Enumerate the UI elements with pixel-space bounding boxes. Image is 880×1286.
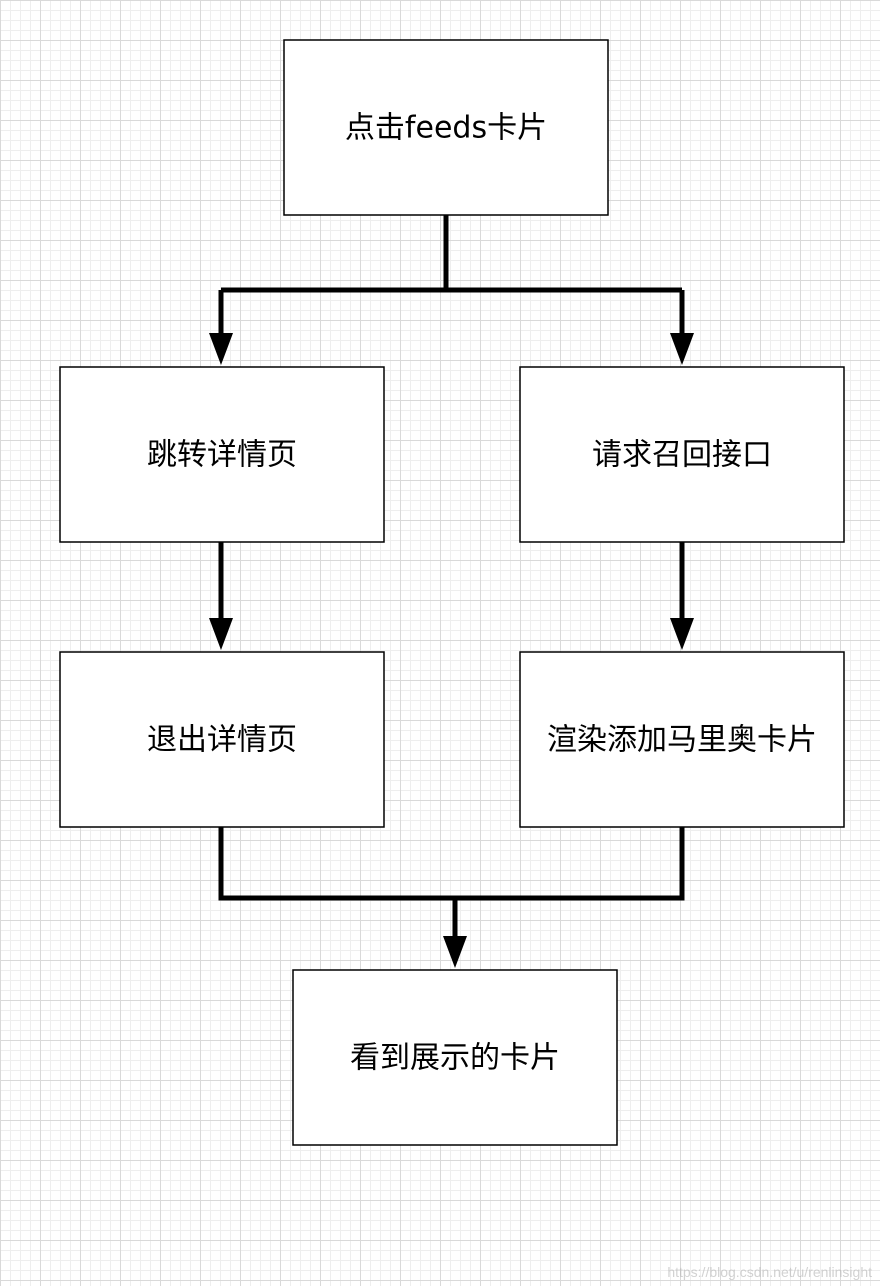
node-see-displayed-card: 看到展示的卡片: [292, 969, 618, 1146]
watermark-text: https://blog.csdn.net/u/renlinsight: [667, 1264, 872, 1280]
node-label: 看到展示的卡片: [350, 1041, 560, 1076]
node-label: 退出详情页: [147, 723, 297, 758]
node-render-add-mario-card: 渲染添加马里奥卡片: [519, 651, 845, 828]
node-label: 渲染添加马里奥卡片: [547, 723, 817, 758]
node-jump-detail-page: 跳转详情页: [59, 366, 385, 543]
arrowhead-to-render-mario: [670, 618, 694, 650]
edge-merge: [218, 827, 685, 901]
arrowhead-to-jump-detail: [209, 333, 233, 365]
arrowhead-to-request-recall: [670, 333, 694, 365]
node-click-feeds-card: 点击feeds卡片: [283, 39, 609, 216]
arrowhead-to-exit-detail: [209, 618, 233, 650]
arrowhead-to-see-card: [443, 936, 467, 968]
node-label: 跳转详情页: [147, 438, 297, 473]
node-exit-detail-page: 退出详情页: [59, 651, 385, 828]
node-label: 点击feeds卡片: [345, 111, 547, 146]
node-request-recall-api: 请求召回接口: [519, 366, 845, 543]
node-label: 请求召回接口: [592, 438, 772, 473]
